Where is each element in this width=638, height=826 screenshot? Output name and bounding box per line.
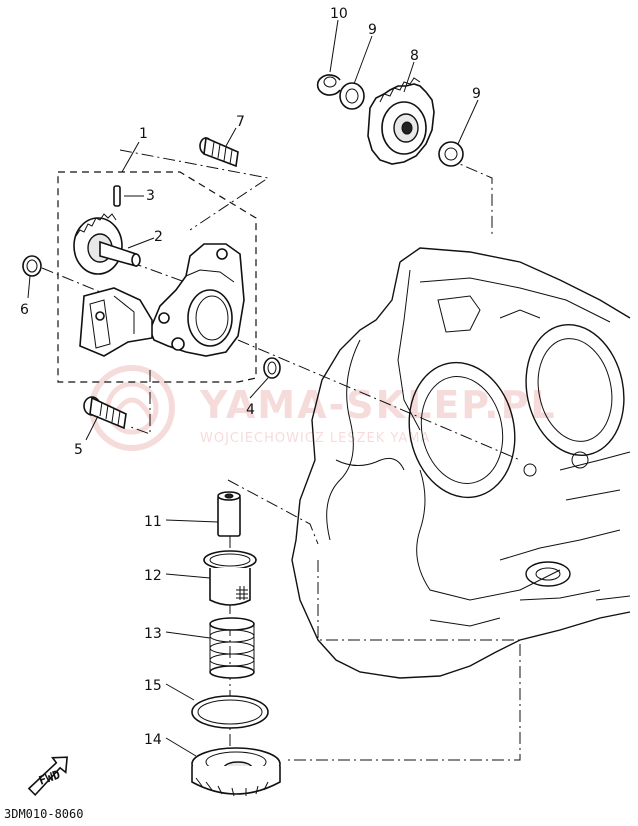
oring-part-4 — [263, 357, 281, 379]
callout-9-upper: 9 — [368, 22, 377, 38]
oring-part-6 — [22, 255, 42, 277]
callout-13: 13 — [144, 626, 162, 642]
diagram-code: 3DM010-8060 — [4, 807, 83, 821]
watermark-subtitle: WOJCIECHOWICZ LESZEK YAMA — [200, 431, 430, 446]
callout-14: 14 — [144, 732, 162, 748]
callout-labels: 1 2 3 4 5 6 7 8 9 9 10 11 12 13 14 15 — [20, 6, 481, 748]
callout-15: 15 — [144, 678, 162, 694]
callout-7: 7 — [236, 114, 245, 130]
fwd-label: FWD — [37, 767, 62, 788]
gear-part-8 — [367, 77, 435, 165]
callout-1: 1 — [139, 126, 148, 142]
watermark: YAMA-SKLEP.PL WOJCIECHOWICZ LESZEK YAMA — [89, 365, 555, 451]
bolt-part-5 — [83, 396, 127, 430]
callout-3: 3 — [146, 188, 155, 204]
washer-part-9-upper — [339, 82, 365, 110]
pin-part-3 — [113, 185, 121, 207]
screw-part-7 — [199, 136, 239, 168]
collar-part-12 — [203, 550, 257, 606]
oil-pump-assembly-outline — [57, 171, 257, 383]
callout-2: 2 — [154, 229, 163, 245]
callout-12: 12 — [144, 568, 162, 584]
oil-pump-body — [79, 243, 245, 357]
leader-lines — [27, 19, 479, 757]
pump-gear-part-2 — [73, 213, 141, 275]
callout-6: 6 — [20, 302, 29, 318]
callout-10: 10 — [330, 6, 348, 22]
circlip-part-10 — [316, 74, 341, 96]
fwd-direction-arrow: FWD — [27, 756, 68, 797]
spring-part-13 — [209, 617, 255, 679]
callout-9-lower: 9 — [472, 86, 481, 102]
drain-plug-part-14 — [191, 747, 281, 797]
callout-11: 11 — [144, 514, 162, 530]
crankcase — [291, 247, 631, 679]
pipe-part-11 — [217, 491, 241, 537]
callout-5: 5 — [74, 442, 83, 458]
callout-8: 8 — [410, 48, 419, 64]
callout-4: 4 — [246, 402, 255, 418]
oring-part-15 — [191, 695, 269, 729]
washer-part-9-lower — [438, 141, 464, 167]
